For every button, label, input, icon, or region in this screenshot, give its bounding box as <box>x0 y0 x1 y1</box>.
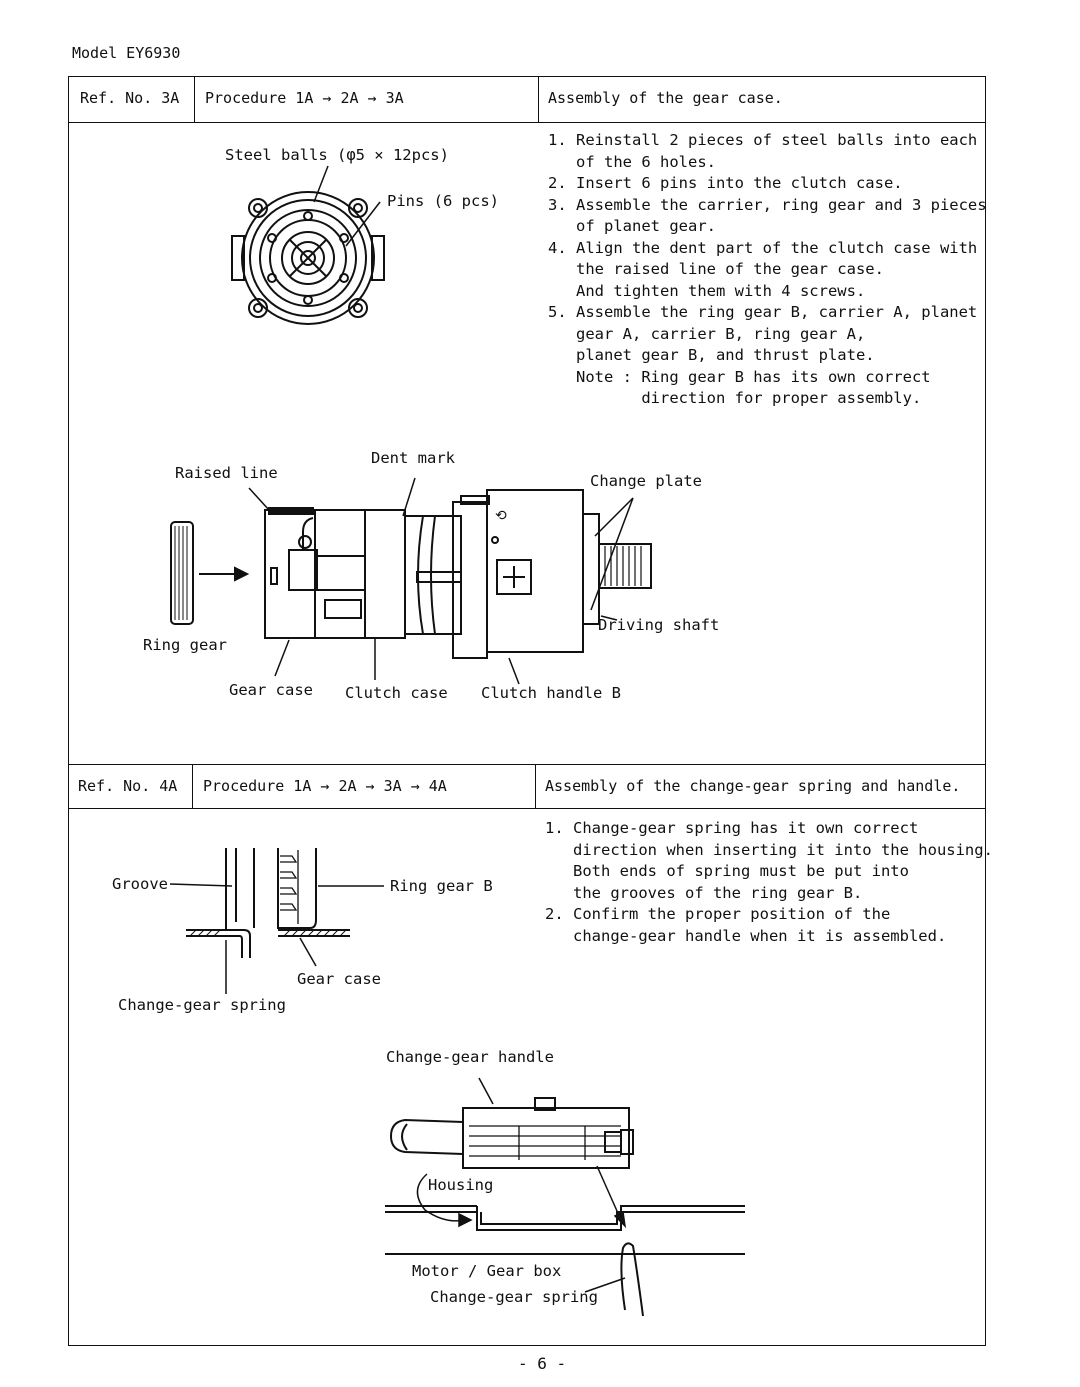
driving-shaft-label: Driving shaft <box>598 616 720 634</box>
gear-case-label: Gear case <box>297 970 381 988</box>
svg-text:⟲: ⟲ <box>495 508 507 524</box>
step-item: 3.Assemble the carrier, ring gear and 3 … <box>548 195 987 236</box>
gear-case-label: Gear case <box>229 681 313 699</box>
change-gear-handle-diagram <box>385 1077 745 1317</box>
change-gear-spring-label: Change-gear spring <box>430 1288 598 1306</box>
groove-label: Groove <box>112 875 168 893</box>
ring-gear-label: Ring gear <box>143 636 227 654</box>
housing-label: Housing <box>428 1176 494 1194</box>
divider <box>68 764 986 765</box>
step-item: 2.Insert 6 pins into the clutch case. <box>548 174 903 192</box>
ref-number: Ref. No. 4A <box>78 777 178 795</box>
change-plate-label: Change plate <box>590 472 702 490</box>
step-item: 1.Reinstall 2 pieces of steel balls into… <box>548 131 978 171</box>
clutch-handle-b-label: Clutch handle B <box>481 684 621 702</box>
dent-mark-label: Dent mark <box>371 449 455 467</box>
model-label: Model EY6930 <box>72 44 181 62</box>
ring-gear-b-label: Ring gear B <box>390 877 493 895</box>
page-frame <box>68 76 986 1346</box>
page-number: - 6 - <box>518 1354 567 1373</box>
divider <box>535 764 536 808</box>
step-item: 4.Align the dent part of the clutch case… <box>548 238 978 300</box>
gear-case-side-view: ⟲ <box>170 477 652 685</box>
motor-gear-box-label: Motor / Gear box <box>412 1262 562 1280</box>
change-gear-handle-label: Change-gear handle <box>386 1048 554 1066</box>
section-title: Assembly of the change-gear spring and h… <box>545 777 961 795</box>
step-list: 1.Reinstall 2 pieces of steel balls into… <box>548 130 987 410</box>
divider <box>68 122 986 123</box>
section-title: Assembly of the gear case. <box>548 89 783 107</box>
divider <box>194 76 195 122</box>
divider <box>68 808 986 809</box>
divider <box>192 764 193 808</box>
steel-balls-label: Steel balls (φ5 × 12pcs) <box>225 146 449 164</box>
procedure: Procedure 1A → 2A → 3A → 4A <box>203 777 447 795</box>
pins-label: Pins (6 pcs) <box>387 192 499 210</box>
divider <box>538 76 539 122</box>
ref-number: Ref. No. 3A <box>80 89 180 107</box>
step-item: 5.Assemble the ring gear B, carrier A, p… <box>548 303 978 407</box>
clutch-case-label: Clutch case <box>345 684 448 702</box>
groove-detail-diagram <box>169 848 384 994</box>
procedure: Procedure 1A → 2A → 3A <box>205 89 404 107</box>
change-gear-spring-label: Change-gear spring <box>118 996 286 1014</box>
gear-case-top-view <box>231 165 385 325</box>
raised-line-label: Raised line <box>175 464 278 482</box>
